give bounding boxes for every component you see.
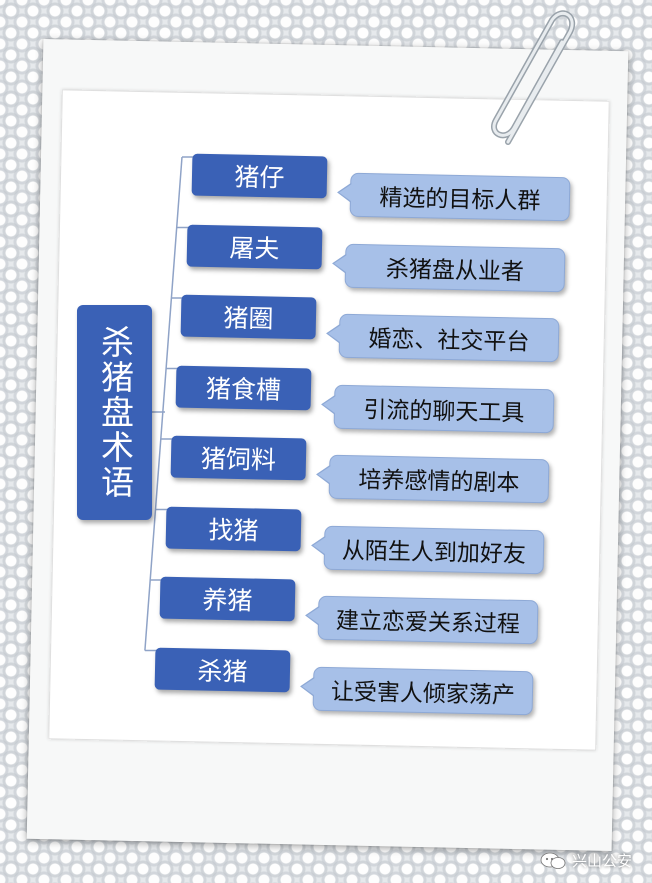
term-box: 屠夫: [186, 224, 323, 269]
term-box: 养猪: [159, 576, 296, 622]
wechat-icon: [540, 852, 566, 869]
term-box: 猪仔: [191, 153, 328, 199]
meaning-callout: 从陌生人到加好友: [323, 525, 544, 574]
term-box: 杀猪: [154, 647, 291, 692]
meaning-callout: 培养感情的剧本: [328, 454, 550, 504]
term-box: 猪食槽: [175, 365, 312, 410]
meaning-callout: 杀猪盘从业者: [344, 243, 566, 292]
term-box: 猪圈: [180, 294, 317, 340]
watermark-text: 兴山公安: [571, 852, 632, 870]
watermark: 兴山公安: [540, 850, 632, 871]
meaning-callout: 让受害人倾家荡产: [312, 666, 534, 715]
meaning-callout: 婚恋、社交平台: [338, 313, 560, 363]
trunk-line: [144, 156, 183, 651]
term-box: 猪饲料: [170, 435, 307, 481]
root-label: 杀猪盘术语: [95, 325, 135, 500]
meaning-callout: 引流的聊天工具: [333, 384, 555, 433]
meaning-callout: 精选的目标人群: [349, 172, 571, 222]
root-node: 杀猪盘术语: [77, 305, 152, 520]
term-box: 找猪: [165, 506, 301, 551]
meaning-callout: 建立恋爱关系过程: [317, 595, 539, 645]
paperclip-icon: [491, 10, 575, 145]
